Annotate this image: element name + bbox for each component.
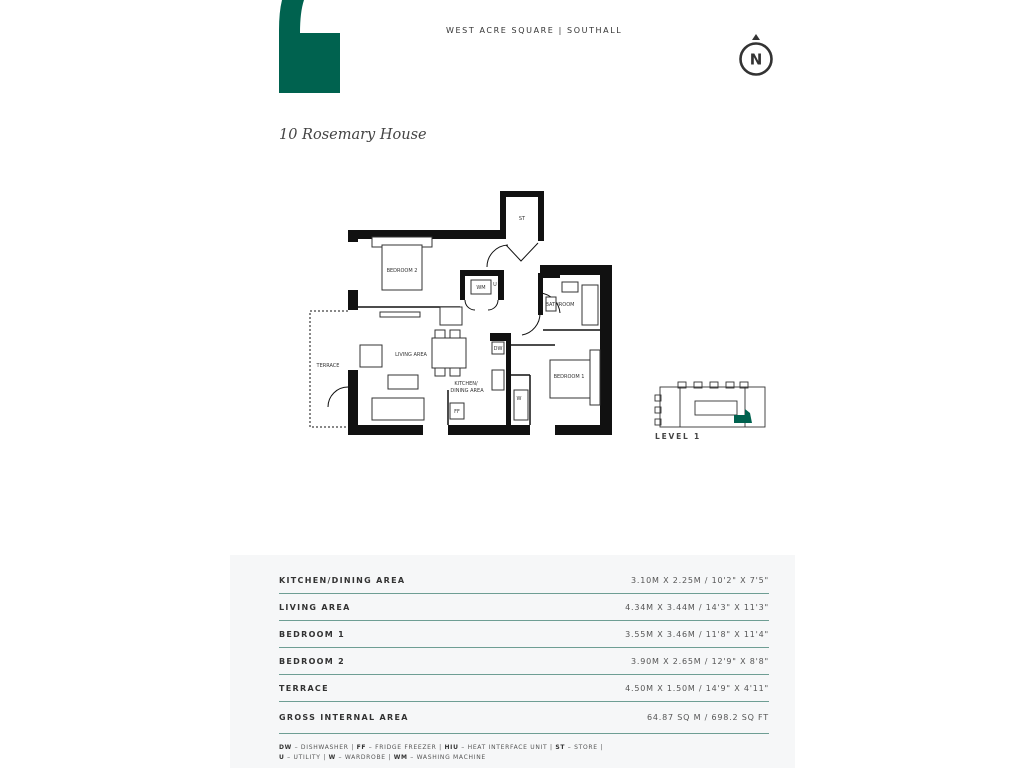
room-label-bathroom: BATHROOM [546,302,575,308]
room-label-dw: DW [494,346,503,352]
legend-text: – UTILITY | [284,754,329,761]
legend-abbr: FF [356,744,367,751]
room-label-living: LIVING AREA [395,352,427,358]
room-size: 4.34M X 3.44M / 14'3" X 11'3" [625,602,769,612]
legend-text: – DISHWASHER | [292,744,357,751]
room-label-kitchen-1: KITCHEN/ [454,381,478,387]
legend-text: – FRIDGE FREEZER | [366,744,445,751]
highlighted-unit-icon [734,409,752,423]
legend-abbr: W [328,754,336,761]
room-label-wm: WM [476,285,485,291]
legend-text: – HEAT INTERFACE UNIT | [458,744,556,751]
room-name: KITCHEN/DINING AREA [279,575,406,585]
room-size: 3.10M X 2.25M / 10'2" X 7'5" [631,575,769,585]
north-compass-icon: N [739,34,773,76]
legend-abbr: U [279,754,285,761]
gia-label: GROSS INTERNAL AREA [279,713,409,722]
legend-abbr: ST [555,744,566,751]
development-name: WEST ACRE SQUARE | SOUTHALL [446,26,623,35]
level-key-plan [654,381,766,428]
room-size: 3.90M X 2.65M / 12'9" X 8'8" [631,656,769,666]
room-label-bedroom2: BEDROOM 2 [387,268,418,274]
legend-line-1: DW – DISHWASHER | FF – FRIDGE FREEZER | … [279,743,779,753]
legend-abbr: HIU [444,744,459,751]
gross-internal-area-row: GROSS INTERNAL AREA 64.87 SQ M / 698.2 S… [279,702,769,734]
table-row: BEDROOM 1 3.55M X 3.46M / 11'8" X 11'4" [279,621,769,648]
floor-plan: ST BEDROOM 2 WM U BATHROOM LIVING AREA T… [309,191,612,435]
brand-logo-icon [279,0,340,93]
compass-letter: N [750,51,763,69]
room-name: BEDROOM 2 [279,656,345,666]
table-row: KITCHEN/DINING AREA 3.10M X 2.25M / 10'2… [279,567,769,594]
room-label-bedroom1: BEDROOM 1 [554,374,585,380]
dimensions-panel [230,555,795,768]
room-name: BEDROOM 1 [279,629,345,639]
table-row: BEDROOM 2 3.90M X 2.65M / 12'9" X 8'8" [279,648,769,675]
legend-abbr: DW [279,744,292,751]
abbreviation-legend: DW – DISHWASHER | FF – FRIDGE FREEZER | … [279,743,779,763]
legend-line-2: U – UTILITY | W – WARDROBE | WM – WASHIN… [279,753,779,763]
legend-abbr: WM [393,754,408,761]
room-name: LIVING AREA [279,602,351,612]
room-label-store: ST [519,216,526,222]
legend-text: – STORE | [565,744,604,751]
room-label-utility: U [493,282,497,288]
table-row: TERRACE 4.50M X 1.50M / 14'9" X 4'11" [279,675,769,702]
gia-value: 64.87 SQ M / 698.2 SQ FT [647,713,769,722]
room-name: TERRACE [279,683,329,693]
room-label-kitchen-2: DINING AREA [450,388,484,394]
unit-title: 10 Rosemary House [279,127,427,143]
room-label-wardrobe: W [517,396,522,402]
room-label-terrace: TERRACE [316,363,340,369]
legend-text: – WASHING MACHINE [407,754,486,761]
legend-text: – WARDROBE | [335,754,394,761]
room-label-ff: FF [454,409,460,415]
room-size: 4.50M X 1.50M / 14'9" X 4'11" [625,683,769,693]
table-row: LIVING AREA 4.34M X 3.44M / 14'3" X 11'3… [279,594,769,621]
dimensions-table: KITCHEN/DINING AREA 3.10M X 2.25M / 10'2… [279,567,769,734]
room-size: 3.55M X 3.46M / 11'8" X 11'4" [625,629,769,639]
keyplan-label: LEVEL 1 [655,432,702,441]
